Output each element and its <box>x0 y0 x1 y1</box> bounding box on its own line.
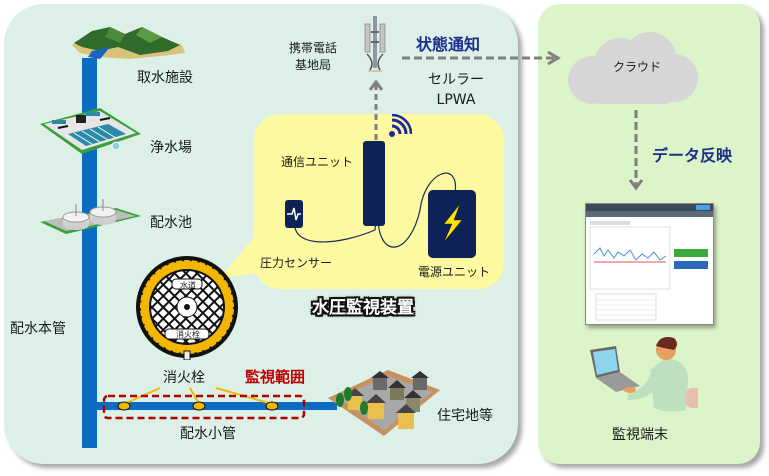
base-station-label-line1: 携帯電話 <box>288 41 337 55</box>
water-treatment-plant-icon <box>38 106 143 156</box>
person-at-laptop-icon <box>588 330 708 415</box>
main-pipe-label: 配水本管 <box>10 321 66 337</box>
hydrant-cover-bottom-text: 消火栓 <box>176 330 200 339</box>
monitoring-range-label: 監視範囲 <box>245 368 306 386</box>
lightning-bolt-icon <box>443 203 463 243</box>
status-notification-label: 状態通知 <box>416 35 481 54</box>
reservoir-tanks-icon <box>38 196 143 238</box>
residential-label: 住宅地等 <box>437 408 493 424</box>
terminal-label: 監視端末 <box>612 427 668 443</box>
data-reflection-arrow <box>628 110 644 192</box>
network-label-line2: LPWA <box>436 92 476 108</box>
hydrant-label: 消火栓 <box>163 370 205 386</box>
power-unit-label: 電源ユニット <box>418 265 491 279</box>
communication-unit <box>363 141 385 226</box>
notification-arrow <box>402 50 564 66</box>
network-label: セルラー LPWA <box>416 70 496 110</box>
reservoir-label: 配水池 <box>150 215 192 231</box>
pressure-sensor <box>285 200 303 228</box>
hydrant-manhole-cover-icon <box>135 255 240 361</box>
cell-tower-icon <box>362 14 388 74</box>
device-title: 水圧監視装置 <box>312 298 414 318</box>
base-station-label-line2: 基地局 <box>294 58 331 72</box>
pressure-waveform-icon <box>287 207 301 221</box>
data-reflection-label: データ反映 <box>652 146 733 165</box>
device-cables <box>280 160 480 260</box>
residential-houses-icon <box>328 358 443 438</box>
treatment-plant-label: 浄水場 <box>150 140 192 156</box>
main-distribution-pipe <box>82 58 97 448</box>
dashboard-screen-icon <box>585 203 714 325</box>
power-unit <box>428 190 476 258</box>
cloud-label: クラウド <box>612 60 661 74</box>
comm-unit-label: 通信ユニット <box>281 155 354 169</box>
small-pipe-label: 配水小管 <box>180 426 236 442</box>
uplink-arrow <box>368 78 384 143</box>
pressure-sensor-label: 圧力センサー <box>260 256 333 270</box>
monitoring-range-box <box>100 380 310 420</box>
wifi-signal-icon <box>388 113 413 138</box>
network-label-line1: セルラー <box>428 72 484 88</box>
mountain-river-icon <box>70 25 190 70</box>
small-distribution-pipe <box>97 402 337 410</box>
cloud-icon <box>562 28 702 106</box>
intake-facility-label: 取水施設 <box>137 70 193 86</box>
hydrant-cover-top-text: 水道 <box>180 281 196 290</box>
base-station-label: 携帯電話 基地局 <box>283 40 343 74</box>
